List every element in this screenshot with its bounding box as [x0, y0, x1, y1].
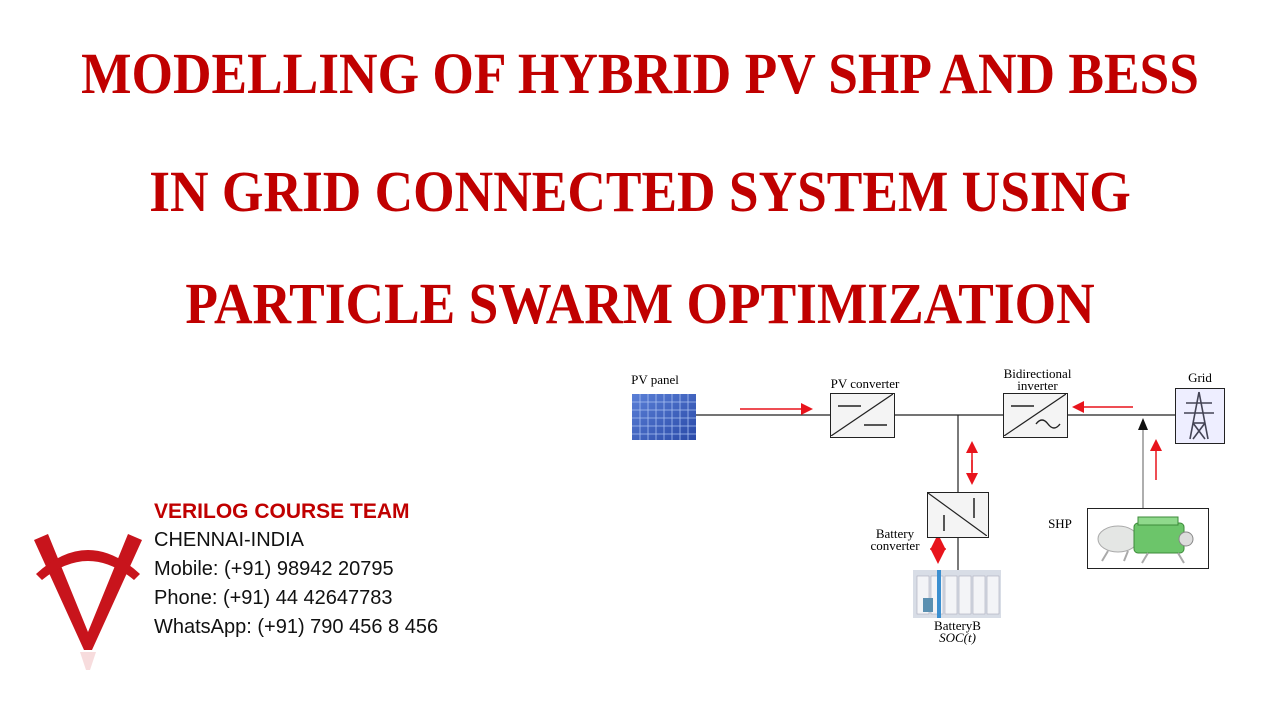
phone-text: Phone: (+91) 44 42647783 [154, 587, 393, 609]
contact-block: VERILOG COURSE TEAM CHENNAI-INDIA Mobile… [154, 498, 438, 642]
pv-panel-label: PV panel [631, 372, 679, 387]
title-line-1: MODELLING OF HYBRID PV SHP AND BESS [81, 41, 1199, 106]
hydro-turbine-icon [1097, 516, 1194, 564]
pv-converter-label: PV converter [830, 376, 900, 391]
power-tower-icon [1184, 391, 1214, 440]
dc-dc-converter-icon [927, 492, 988, 537]
battery-converter-block [927, 492, 989, 538]
battery-converter-label-line2: converter [870, 538, 920, 553]
team-name: VERILOG COURSE TEAM [154, 500, 410, 523]
shp-label: SHP [1048, 516, 1072, 531]
pv-converter-block [830, 393, 895, 438]
battery-converter-label: Battery converter [855, 526, 935, 553]
title-line-3: PARTICLE SWARM OPTIMIZATION [185, 271, 1095, 336]
verilog-logo-icon [34, 534, 142, 670]
bidirectional-inverter-block [1003, 393, 1068, 438]
bidirectional-label-line2: inverter [1017, 378, 1058, 393]
bidirectional-inverter-label: Bidirectional inverter [985, 366, 1090, 393]
battery-bank-icon [913, 570, 1001, 618]
bidirectional-label-line1: Bidirectional [1003, 366, 1072, 381]
soc-label: SOC(t) [939, 630, 976, 645]
diagram-wiring [695, 401, 1175, 570]
location-text: CHENNAI-INDIA [154, 529, 305, 551]
title-line-2: IN GRID CONNECTED SYSTEM USING [149, 159, 1131, 224]
whatsapp-text: WhatsApp: (+91) 790 456 8 456 [154, 616, 439, 638]
battery-converter-label-line1: Battery [875, 526, 915, 541]
grid-label: Grid [1188, 370, 1212, 385]
battery-label: BatteryB [934, 618, 981, 633]
mobile-text: Mobile: (+91) 98942 20795 [154, 558, 394, 580]
shp-block [1087, 508, 1209, 569]
dc-ac-inverter-icon [1003, 393, 1067, 437]
system-diagram: PV panel PV converter Bidirectional inve… [600, 360, 1260, 660]
grid-block [1175, 388, 1225, 444]
solar-panel-icon [632, 394, 696, 440]
dc-dc-converter-icon [830, 393, 894, 437]
